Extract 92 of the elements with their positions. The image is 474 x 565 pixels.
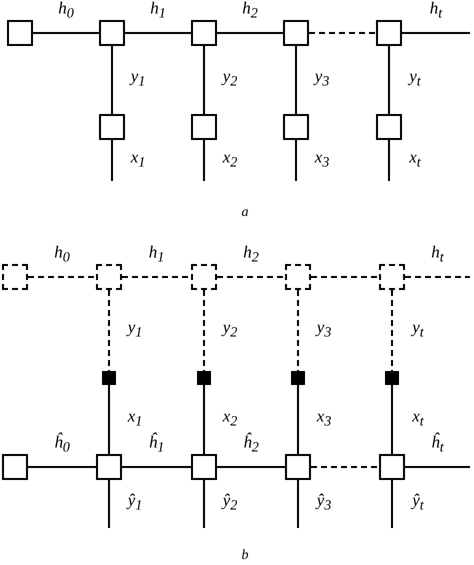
edge-label: h$_{2}$ xyxy=(242,0,258,23)
dashed-square-node xyxy=(285,264,311,290)
dashed-square-node xyxy=(379,264,405,290)
edge-label: h$_{2}$ xyxy=(243,243,259,267)
edge-label: y$_{t}$ xyxy=(412,318,424,342)
dashed-square-node xyxy=(2,264,28,290)
edge-label: h$_{t}$ xyxy=(431,243,444,267)
square-node xyxy=(191,114,217,140)
connector-line xyxy=(203,480,205,528)
connector-line xyxy=(203,46,205,114)
edge-label: ĥ$_{t}$ xyxy=(431,433,444,457)
edge-label: h$_{0}$ xyxy=(58,0,74,23)
edge-label: ĥ$_{0}$ xyxy=(54,433,70,457)
square-node xyxy=(191,454,217,480)
connector-line xyxy=(111,46,113,114)
dashed-line xyxy=(217,276,285,278)
panel-label: b xyxy=(242,547,248,565)
dashed-line xyxy=(122,276,191,278)
connector-line xyxy=(28,466,96,468)
filled-square-node xyxy=(385,371,399,385)
edge-label: h$_{t}$ xyxy=(430,0,442,23)
connector-line xyxy=(402,32,470,34)
dashed-square-node xyxy=(96,264,122,290)
connector-line xyxy=(203,385,205,454)
edge-label: y$_{t}$ xyxy=(409,67,421,91)
square-node xyxy=(283,114,309,140)
edge-label: x$_{t}$ xyxy=(409,148,421,172)
edge-label: ĥ$_{1}$ xyxy=(148,433,164,457)
square-node xyxy=(191,20,217,46)
filled-square-node xyxy=(102,371,116,385)
connector-line xyxy=(217,32,283,34)
edge-label: x$_{3}$ xyxy=(316,406,332,430)
square-node xyxy=(96,454,122,480)
panel-label: a xyxy=(242,204,248,222)
square-node xyxy=(283,20,309,46)
connector-line xyxy=(33,32,99,34)
edge-label: ŷ$_{1}$ xyxy=(128,491,142,515)
edge-label: x$_{1}$ xyxy=(130,148,146,172)
edge-label: x$_{2}$ xyxy=(222,406,238,430)
connector-line xyxy=(391,480,393,528)
edge-label: h$_{1}$ xyxy=(150,0,166,23)
dashed-line xyxy=(309,32,376,34)
connector-line xyxy=(295,140,297,181)
edge-label: ŷ$_{t}$ xyxy=(412,491,424,515)
connector-line xyxy=(388,46,390,114)
dashed-line xyxy=(311,466,379,468)
dashed-line xyxy=(203,290,205,371)
square-node xyxy=(379,454,405,480)
edge-label: x$_{3}$ xyxy=(314,148,330,172)
square-node xyxy=(376,114,402,140)
edge-label: y$_{1}$ xyxy=(130,67,146,91)
connector-line xyxy=(125,32,191,34)
connector-line xyxy=(217,466,285,468)
edge-label: ŷ$_{3}$ xyxy=(316,491,332,515)
dashed-line xyxy=(405,276,470,278)
connector-line xyxy=(108,385,110,454)
dashed-square-node xyxy=(191,264,217,290)
edge-label: ĥ$_{2}$ xyxy=(243,433,259,457)
edge-label: x$_{t}$ xyxy=(412,406,424,430)
connector-line xyxy=(297,385,299,454)
connector-line xyxy=(297,480,299,528)
edge-label: y$_{2}$ xyxy=(222,318,238,342)
square-node xyxy=(285,454,311,480)
connector-line xyxy=(388,140,390,181)
connector-line xyxy=(122,466,191,468)
edge-label: y$_{3}$ xyxy=(314,67,330,91)
edge-label: x$_{1}$ xyxy=(128,406,142,430)
dashed-line xyxy=(391,290,393,371)
connector-line xyxy=(405,466,470,468)
edge-label: y$_{1}$ xyxy=(128,318,142,342)
edge-label: x$_{2}$ xyxy=(222,148,238,172)
edge-label: ŷ$_{2}$ xyxy=(222,491,238,515)
dashed-line xyxy=(297,290,299,371)
connector-line xyxy=(111,140,113,181)
filled-square-node xyxy=(197,371,211,385)
connector-line xyxy=(203,140,205,181)
square-node xyxy=(99,114,125,140)
connector-line xyxy=(391,385,393,454)
square-node xyxy=(7,20,33,46)
edge-label: y$_{2}$ xyxy=(222,67,238,91)
dashed-line xyxy=(28,276,96,278)
square-node xyxy=(376,20,402,46)
dashed-line xyxy=(108,290,110,371)
filled-square-node xyxy=(291,371,305,385)
square-node xyxy=(99,20,125,46)
connector-line xyxy=(108,480,110,528)
dashed-line xyxy=(311,276,379,278)
edge-label: h$_{1}$ xyxy=(148,243,164,267)
connector-line xyxy=(295,46,297,114)
square-node xyxy=(2,454,28,480)
edge-label: y$_{3}$ xyxy=(316,318,332,342)
edge-label: h$_{0}$ xyxy=(54,243,70,267)
